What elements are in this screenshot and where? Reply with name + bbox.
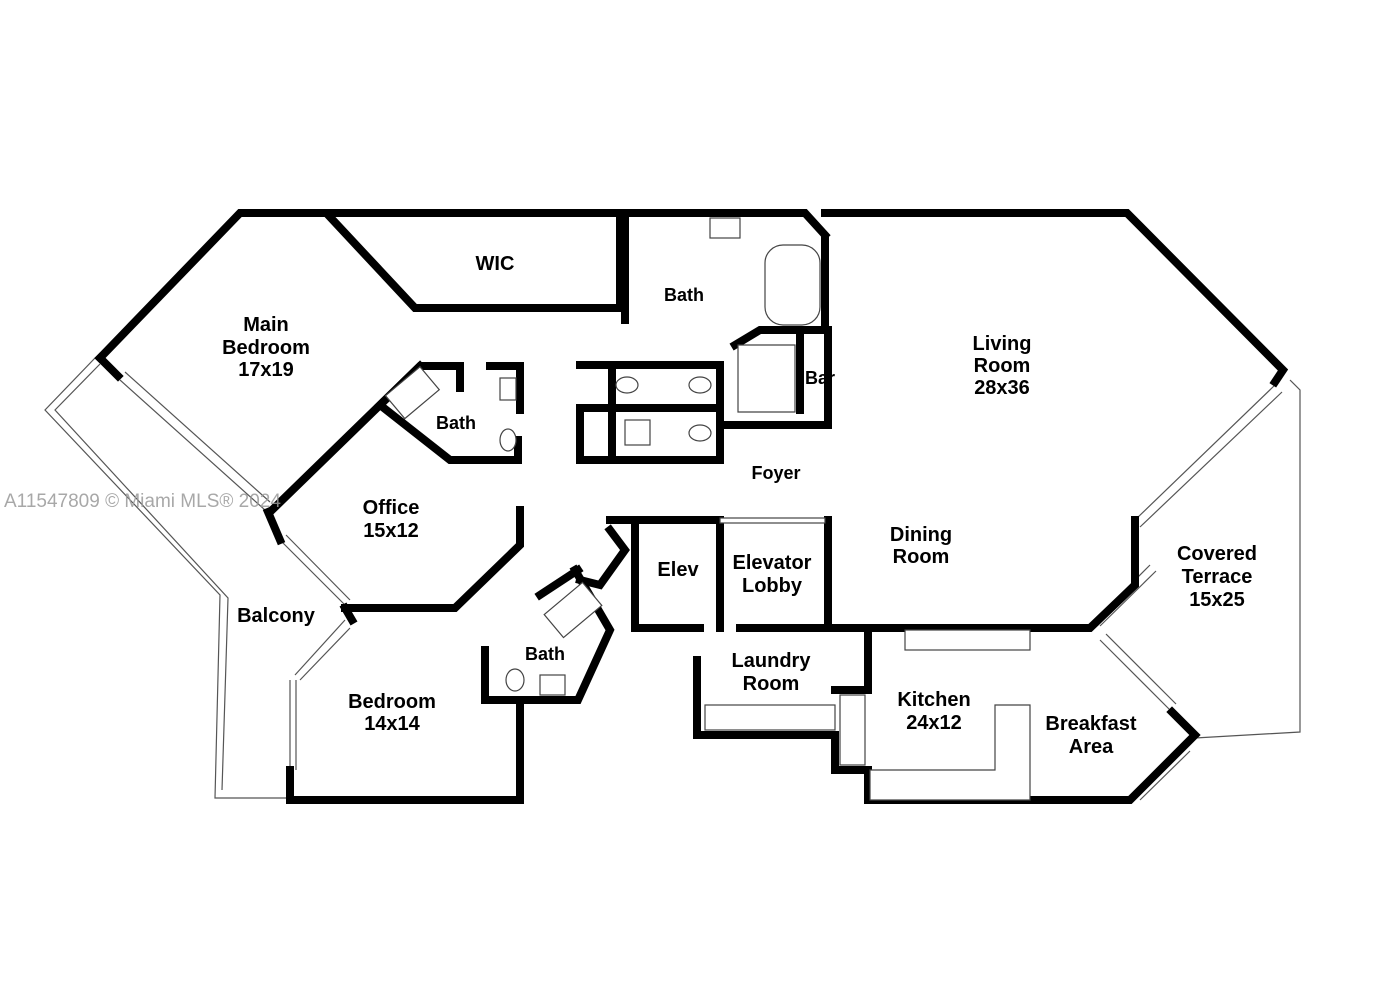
fixtures [384,217,1031,801]
bath-label: Bath [525,644,565,664]
kitchen-counter [904,629,1031,651]
pantry-icon [839,694,866,766]
kitchen-size: 24x12 [906,712,962,734]
sink-icon [499,377,517,401]
living-room-size: 28x36 [974,377,1030,399]
covered-terrace-size: 15x25 [1189,589,1245,611]
kitchen-island [869,704,1031,801]
elevator-lobby-label: Lobby [742,575,803,597]
bathtub-icon [764,244,821,326]
bath-label: Bath [436,413,476,433]
living-room-label: Living [973,333,1032,355]
dining-room-label: Room [893,546,950,568]
main-bedroom-label: Main [243,314,289,336]
kitchen-label: Kitchen [897,689,970,711]
toilet-icon [505,668,525,692]
sink-icon [624,419,651,446]
toilet-icon [615,376,639,394]
bathtub-icon [543,581,603,639]
balcony-outline [44,357,351,799]
watermark: A11547809 © Miami MLS® 2024 [4,491,281,512]
room-labels: WIC Main Bedroom 17x19 Bath Bath Bar Liv… [222,253,1257,758]
breakfast-area-label: Breakfast [1045,713,1137,735]
bathtub-icon [384,365,441,420]
bar-label: Bar [805,368,835,388]
covered-terrace-label: Terrace [1182,566,1253,588]
elevator-lobby-label: Elevator [733,552,812,574]
laundry-room-label: Laundry [732,650,812,672]
office-label: Office [363,497,420,519]
main-bedroom-label: Bedroom [222,337,310,359]
bedroom-size: 14x14 [364,713,420,735]
closet-doors [719,517,826,524]
laundry-counter [704,704,836,731]
covered-terrace-label: Covered [1177,543,1257,565]
foyer-label: Foyer [751,463,800,483]
walls [94,209,1289,804]
dining-room-label: Dining [890,524,952,546]
elev-label: Elev [657,559,699,581]
office-size: 15x12 [363,520,419,542]
sink-icon [709,217,741,239]
living-room-label: Room [974,355,1031,377]
terrace-outline [1094,379,1301,801]
toilet-icon [499,428,517,452]
main-bedroom-size: 17x19 [238,359,294,381]
sink-icon [539,674,566,696]
bedroom-label: Bedroom [348,691,436,713]
laundry-room-label: Room [743,673,800,695]
main-bath-label: Bath [664,285,704,305]
balcony-label: Balcony [237,605,316,627]
toilet-icon [688,424,712,442]
shower-icon [737,344,796,413]
breakfast-area-label: Area [1069,736,1114,758]
wic-label: WIC [476,253,515,275]
toilet-icon [688,376,712,394]
